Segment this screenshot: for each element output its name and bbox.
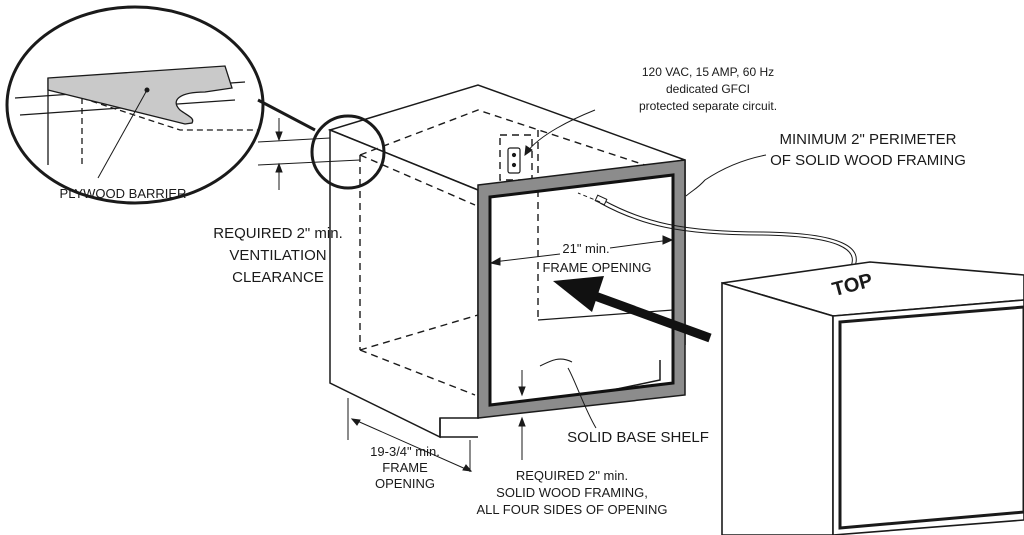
outlet-icon [507, 147, 521, 174]
width-label-1: 21" min. [562, 241, 609, 256]
cabinet [327, 84, 686, 439]
vent-dimension [257, 118, 361, 190]
framing-label-1: REQUIRED 2" min. [516, 468, 628, 483]
frame-opening [488, 173, 675, 407]
appliance-left-side [721, 281, 834, 535]
labels: 120 VAC, 15 AMP, 60 Hz dedicated GFCI pr… [60, 65, 966, 517]
corner-circle [310, 114, 386, 190]
hidden-lines [359, 109, 661, 396]
power-label-3: protected separate circuit. [639, 99, 777, 113]
depth-label-2: FRAME [382, 460, 428, 475]
base-shelf-label: SOLID BASE SHELF [567, 429, 709, 446]
vent-label-2: VENTILATION [229, 247, 326, 264]
depth-dimension [347, 398, 473, 472]
appliance-door-inner [838, 305, 1024, 530]
plywood-label: PLYWOOD BARRIER [60, 186, 187, 201]
vent-label-1: REQUIRED 2" min. [213, 225, 343, 242]
framing-dimension [518, 370, 526, 460]
outlet-box [499, 134, 533, 181]
power-label-1: 120 VAC, 15 AMP, 60 Hz [642, 65, 774, 79]
power-label-2: dedicated GFCI [666, 82, 750, 96]
framing-label-3: ALL FOUR SIDES OF OPENING [477, 502, 668, 517]
perimeter-label-1: MINIMUM 2" PERIMETER [780, 131, 957, 148]
insert-arrow [553, 276, 712, 343]
width-label-2: FRAME OPENING [542, 260, 651, 275]
depth-label-1: 19-3/4" min. [370, 444, 440, 459]
corner-callout [257, 98, 386, 190]
power-cord [577, 192, 857, 269]
depth-label-3: OPENING [375, 476, 435, 491]
perimeter-label-2: OF SOLID WOOD FRAMING [770, 152, 966, 169]
framing-label-2: SOLID WOOD FRAMING, [496, 485, 648, 500]
plywood-barrier-shape [47, 65, 233, 125]
appliance-unit [721, 261, 1024, 535]
leader-lines [524, 109, 767, 429]
vent-label-3: CLEARANCE [232, 269, 324, 286]
width-dimension [489, 235, 674, 266]
detail-callout [5, 5, 265, 205]
